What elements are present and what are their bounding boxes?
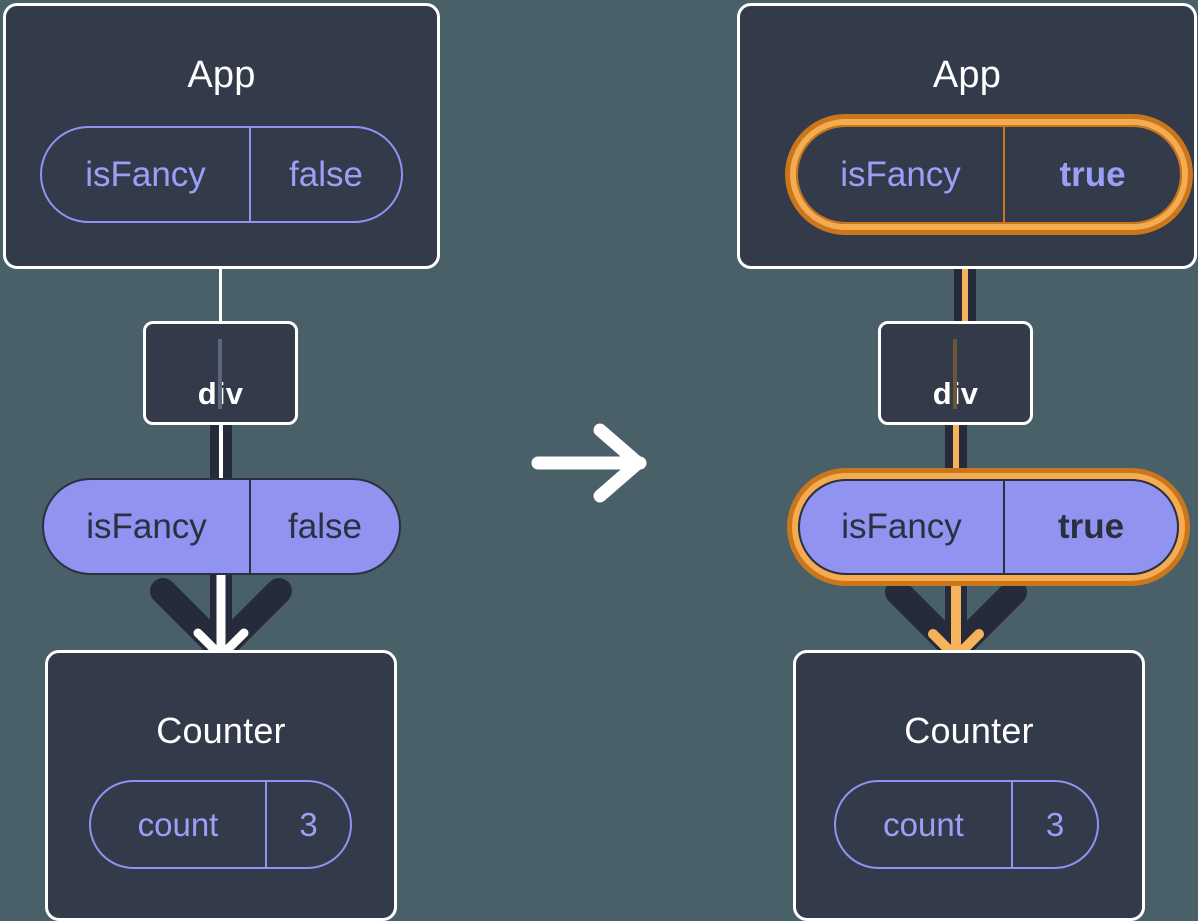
prop-pill-key: isFancy bbox=[86, 506, 207, 546]
highlight-ring-inner bbox=[790, 119, 1188, 230]
highlight-ring-outer bbox=[787, 468, 1190, 586]
transition-arrow-right-icon bbox=[531, 423, 647, 503]
state-pill-value: 3 bbox=[1011, 782, 1097, 867]
highlight-ring-inner bbox=[792, 473, 1185, 581]
prop-pill-value: true bbox=[1003, 481, 1177, 573]
panel-after: App isFancy true div bbox=[735, 0, 1198, 921]
connector-div-to-prop bbox=[210, 424, 232, 486]
state-pill-isfancy-app[interactable]: isFancy false bbox=[40, 126, 403, 223]
connector-through-div bbox=[953, 339, 957, 409]
state-pill-isfancy-app[interactable]: isFancy true bbox=[796, 125, 1182, 224]
arrow-down-to-counter bbox=[150, 573, 292, 662]
state-pill-count-counter[interactable]: count 3 bbox=[834, 780, 1099, 869]
prop-pill-key: isFancy bbox=[841, 507, 962, 546]
panel-before: App isFancy false div isFancy false bbox=[0, 0, 463, 921]
connector-app-to-div bbox=[219, 269, 222, 323]
component-title-counter: Counter bbox=[904, 710, 1034, 751]
state-pill-key: count bbox=[137, 805, 219, 843]
prop-pill-isfancy[interactable]: isFancy true bbox=[798, 479, 1179, 575]
prop-pill-isfancy-highlight[interactable]: isFancy true bbox=[787, 468, 1190, 586]
state-pill-count-counter[interactable]: count 3 bbox=[89, 780, 352, 869]
prop-pill-value: false bbox=[249, 480, 399, 573]
state-pill-value: 3 bbox=[265, 782, 350, 867]
connector-through-div bbox=[218, 339, 222, 409]
state-pill-key: count bbox=[883, 805, 964, 843]
state-pill-value: true bbox=[1003, 127, 1180, 222]
connector-inner bbox=[219, 424, 223, 486]
state-pill-key: isFancy bbox=[85, 154, 206, 194]
component-title-counter: Counter bbox=[156, 710, 286, 751]
prop-pill-isfancy[interactable]: isFancy false bbox=[42, 478, 401, 575]
state-pill-value: false bbox=[249, 128, 401, 221]
component-title-app: App bbox=[932, 54, 1002, 96]
component-title-app: App bbox=[187, 54, 256, 96]
connector-inner bbox=[953, 424, 959, 486]
state-pill-isfancy-app-highlight[interactable]: isFancy true bbox=[785, 114, 1193, 235]
connector-inner bbox=[962, 222, 968, 324]
highlight-ring-outer bbox=[785, 114, 1193, 235]
state-pill-key: isFancy bbox=[840, 154, 961, 194]
